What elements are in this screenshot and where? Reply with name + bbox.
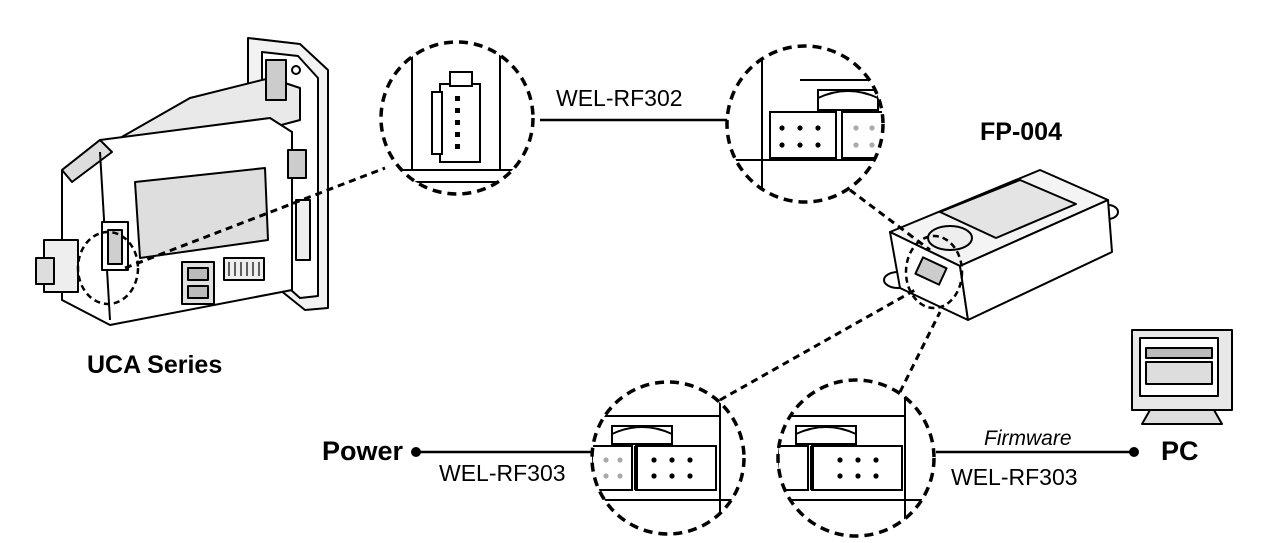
- pc-endpoint-dot: [1129, 447, 1139, 457]
- fp-port-highlight: [904, 234, 964, 310]
- uca-series-device: [35, 37, 329, 326]
- cable-label-wel-rf302: WEL-RF302: [556, 85, 683, 111]
- zoom-uca-connector: [379, 40, 535, 196]
- device-label-pc: PC: [1161, 436, 1199, 466]
- uca-connector-highlight: [76, 230, 140, 306]
- zoom-fp-port-top: [725, 44, 885, 204]
- power-label: Power: [322, 436, 404, 466]
- firmware-label: Firmware: [984, 427, 1072, 450]
- device-label-uca-series: UCA Series: [87, 351, 223, 379]
- device-label-fp-004: FP-004: [980, 118, 1062, 146]
- cable-lines: [416, 118, 1134, 454]
- pc-monitor: [1131, 329, 1233, 425]
- zoom-pc-port: [776, 378, 936, 538]
- cable-label-power-wel-rf303: WEL-RF303: [439, 460, 566, 486]
- cable-label-pc-wel-rf303: WEL-RF303: [951, 464, 1078, 490]
- power-endpoint-dot: [411, 447, 421, 457]
- fp-004-device: [883, 169, 1119, 321]
- leader-lines: [124, 166, 942, 402]
- zoom-power-port: [590, 380, 746, 536]
